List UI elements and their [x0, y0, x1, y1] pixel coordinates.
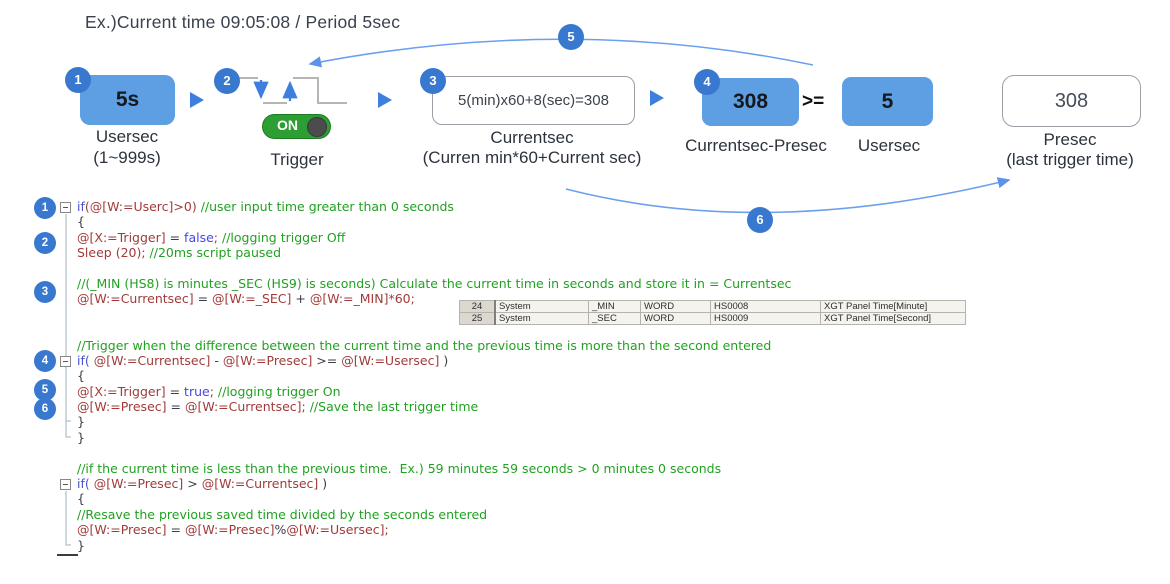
currentsec-calc-box: 5(min)x60+8(sec)=308	[432, 76, 635, 125]
script-code-block: if(@[W:=Userc]>0) //user input time grea…	[77, 199, 791, 553]
code-line: @[W:=Presec] = @[W:=Presec]%@[W:=Usersec…	[77, 522, 389, 538]
code-line: if(@[W:=Userc]>0) //user input time grea…	[77, 199, 454, 214]
trigger-waveform	[231, 77, 347, 104]
code-line: }	[77, 537, 85, 553]
code-line: if( @[W:=Presec] > @[W:=Currentsec] )	[77, 476, 328, 492]
code-line: @[X:=Trigger] = true; //logging trigger …	[77, 383, 341, 399]
step-badge-2: 2	[214, 68, 240, 94]
trigger-label: Trigger	[270, 150, 324, 169]
table-cell: System	[494, 300, 589, 313]
flow-arrow-icon	[378, 92, 392, 108]
usersec2-label: Usersec	[857, 136, 921, 155]
code-line	[77, 445, 791, 460]
code-badge-6: 6	[34, 398, 56, 420]
table-cell: _SEC	[588, 312, 641, 325]
step-badge-1: 1	[65, 67, 91, 93]
code-line: //Trigger when the difference between th…	[77, 337, 772, 353]
table-cell: HS0009	[710, 312, 821, 325]
trigger-toggle[interactable]: ON	[262, 114, 331, 139]
page-title: Ex.)Current time 09:05:08 / Period 5sec	[85, 12, 401, 32]
code-line: @[X:=Trigger] = false; //logging trigger…	[77, 229, 346, 245]
code-line: }	[77, 414, 85, 430]
presec-sublabel: (last trigger time)	[1006, 150, 1134, 169]
code-line: Sleep (20); //20ms script paused	[77, 245, 282, 261]
table-cell: WORD	[640, 312, 711, 325]
table-cell: _MIN	[588, 300, 641, 313]
usersec-label: Usersec	[95, 127, 159, 146]
toggle-knob	[307, 116, 327, 137]
usersec2-box: 5	[842, 77, 933, 126]
flow-arrow-icon	[190, 92, 204, 108]
diff-box: 308	[702, 78, 799, 126]
code-line: }	[77, 429, 85, 445]
currentsec-label: Currentsec	[490, 128, 574, 147]
code-badge-3: 3	[34, 281, 56, 303]
arc-badge-6: 6	[747, 207, 773, 233]
code-line: //Resave the previous saved time divided…	[77, 506, 488, 522]
trigger-edge-arrows	[253, 80, 298, 101]
code-line: //(_MIN (HS8) is minutes _SEC (HS9) is s…	[77, 275, 792, 291]
code-line: {	[77, 491, 85, 507]
code-line: if( @[W:=Currentsec] - @[W:=Presec] >= @…	[77, 352, 449, 368]
step-badge-3: 3	[420, 68, 446, 94]
code-fold-toggle[interactable]	[60, 479, 71, 490]
row-number-cell: 24	[459, 300, 496, 313]
code-line: @[W:=Currentsec] = @[W:=_SEC] + @[W:=_MI…	[77, 291, 415, 307]
code-line: {	[77, 214, 85, 230]
code-badge-5: 5	[34, 379, 56, 401]
code-fold-toggle[interactable]	[60, 202, 71, 213]
flow-arrow-icon	[650, 90, 664, 106]
row-number-cell: 25	[459, 312, 496, 325]
usersec-box: 5s	[80, 75, 175, 125]
gte-operator: >=	[802, 91, 825, 112]
code-line: @[W:=Presec] = @[W:=Currentsec]; //Save …	[77, 399, 479, 415]
currentsec-sublabel: (Curren min*60+Current sec)	[422, 148, 642, 167]
table-cell: HS0008	[710, 300, 821, 313]
table-cell: XGT Panel Time[Minute]	[820, 300, 966, 313]
table-cell: System	[494, 312, 589, 325]
presec-box: 308	[1002, 75, 1141, 127]
code-line: {	[77, 368, 85, 384]
code-fold-toggle[interactable]	[60, 356, 71, 367]
usersec-sublabel: (1~999s)	[93, 148, 161, 167]
presec-label: Presec	[1043, 130, 1097, 149]
code-line	[77, 261, 791, 276]
step-badge-4: 4	[694, 69, 720, 95]
arc-badge-5: 5	[558, 24, 584, 50]
table-cell: XGT Panel Time[Second]	[820, 312, 966, 325]
table-cell: WORD	[640, 300, 711, 313]
diff-label: Currentsec-Presec	[685, 136, 827, 155]
toggle-on-label: ON	[277, 117, 298, 133]
code-badge-2: 2	[34, 232, 56, 254]
code-badge-1: 1	[34, 197, 56, 219]
fold-guides	[65, 214, 71, 546]
code-line: //if the current time is less than the p…	[77, 460, 722, 476]
code-badge-4: 4	[34, 350, 56, 372]
